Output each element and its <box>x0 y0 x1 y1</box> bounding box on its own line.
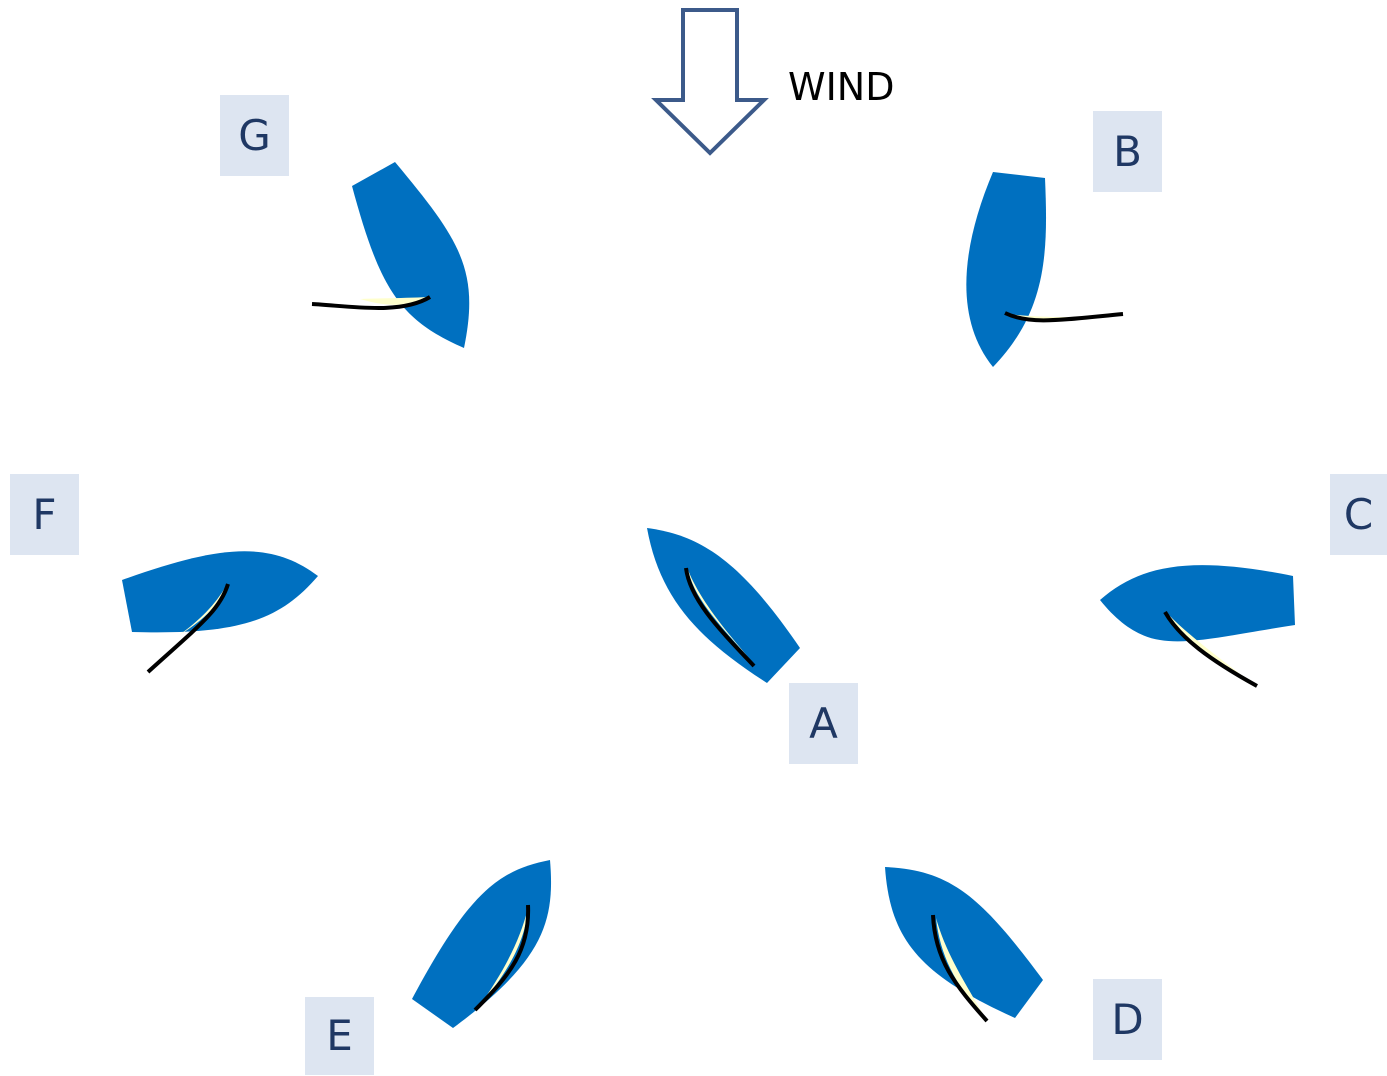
label-box-c: C <box>1330 474 1387 555</box>
boat-a <box>647 528 800 683</box>
wind-arrow-icon <box>651 8 769 156</box>
wind-label: WIND <box>788 65 895 109</box>
label-box-a: A <box>789 683 858 764</box>
boat-c-hull <box>1100 565 1295 642</box>
boat-e <box>412 860 552 1028</box>
label-box-d: D <box>1093 979 1162 1060</box>
boat-a-hull <box>647 528 800 683</box>
boat-a-sail <box>684 567 756 668</box>
boat-g-hull <box>352 162 470 348</box>
boat-d-sail <box>931 914 989 1023</box>
boat-g <box>311 162 470 348</box>
boat-f <box>122 551 318 674</box>
boat-b <box>966 172 1124 367</box>
boat-c <box>1100 565 1295 688</box>
boat-e-hull <box>412 860 552 1028</box>
boat-b-hull <box>966 172 1047 367</box>
boat-c-sail <box>1163 610 1258 688</box>
label-box-b: B <box>1093 111 1162 192</box>
boat-b-sail <box>1004 311 1124 323</box>
boat-d-hull <box>885 867 1043 1018</box>
label-box-f: F <box>10 474 79 555</box>
boat-g-sail <box>311 295 432 310</box>
boat-e-sail <box>473 904 531 1012</box>
boat-f-sail <box>146 583 230 674</box>
boat-d <box>885 867 1043 1023</box>
label-box-e: E <box>305 997 374 1075</box>
label-box-g: G <box>220 95 289 176</box>
boat-f-hull <box>122 551 318 633</box>
